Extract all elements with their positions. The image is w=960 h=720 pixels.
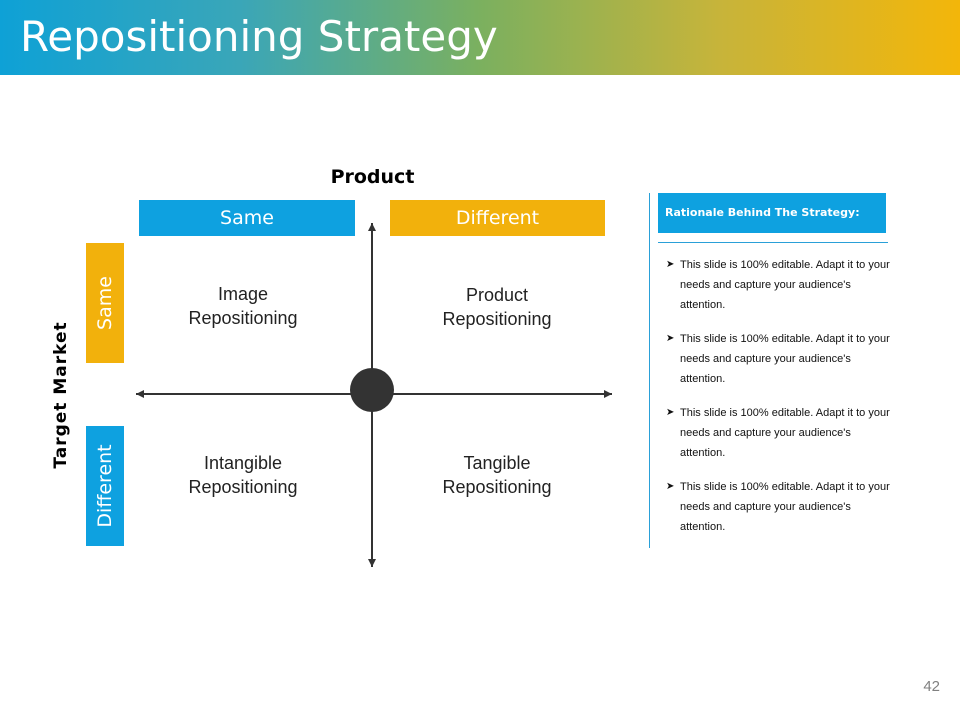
page-number: 42 (923, 678, 940, 695)
quadrant-line: Repositioning (188, 477, 298, 497)
bullet-text: This slide is 100% editable. Adapt it to… (680, 407, 890, 459)
bullet-text: This slide is 100% editable. Adapt it to… (680, 333, 890, 385)
row-header-same: Same (86, 243, 124, 363)
quadrant-line: Intangible (203, 453, 283, 473)
quadrant-line: Product (465, 285, 529, 305)
quadrant-product-repositioning: Product Repositioning (397, 283, 597, 331)
row-header-different: Different (86, 426, 124, 546)
bullet-text: This slide is 100% editable. Adapt it to… (680, 481, 890, 533)
arrow-bullet-icon: ➤ (666, 259, 675, 270)
title-banner: Repositioning Strategy (0, 0, 960, 75)
quadrant-line: Repositioning (442, 477, 552, 497)
list-item: ➤ This slide is 100% editable. Adapt it … (666, 255, 896, 315)
center-dot (350, 368, 394, 412)
arrow-bullet-icon: ➤ (666, 407, 675, 418)
list-item: ➤ This slide is 100% editable. Adapt it … (666, 477, 896, 537)
list-item: ➤ This slide is 100% editable. Adapt it … (666, 329, 896, 389)
column-header-same: Same (139, 200, 355, 236)
column-header-different: Different (390, 200, 605, 236)
arrow-bullet-icon: ➤ (666, 333, 675, 344)
quadrant-line: Repositioning (442, 309, 552, 329)
slide-title: Repositioning Strategy (20, 12, 498, 61)
rationale-panel: Rationale Behind The Strategy: ➤ This sl… (649, 193, 895, 548)
list-item: ➤ This slide is 100% editable. Adapt it … (666, 403, 896, 463)
quadrant-intangible-repositioning: Intangible Repositioning (143, 451, 343, 499)
rationale-bullet-list: ➤ This slide is 100% editable. Adapt it … (666, 255, 896, 551)
rationale-heading: Rationale Behind The Strategy: (658, 193, 886, 233)
rationale-divider (658, 242, 888, 243)
arrow-bullet-icon: ➤ (666, 481, 675, 492)
quadrant-tangible-repositioning: Tangible Repositioning (397, 451, 597, 499)
product-axis-label: Product (330, 166, 415, 188)
quadrant-line: Image (217, 284, 269, 304)
quadrant-line: Tangible (463, 453, 531, 473)
quadrant-line: Repositioning (188, 308, 298, 328)
quadrant-image-repositioning: Image Repositioning (143, 282, 343, 330)
bullet-text: This slide is 100% editable. Adapt it to… (680, 259, 890, 311)
